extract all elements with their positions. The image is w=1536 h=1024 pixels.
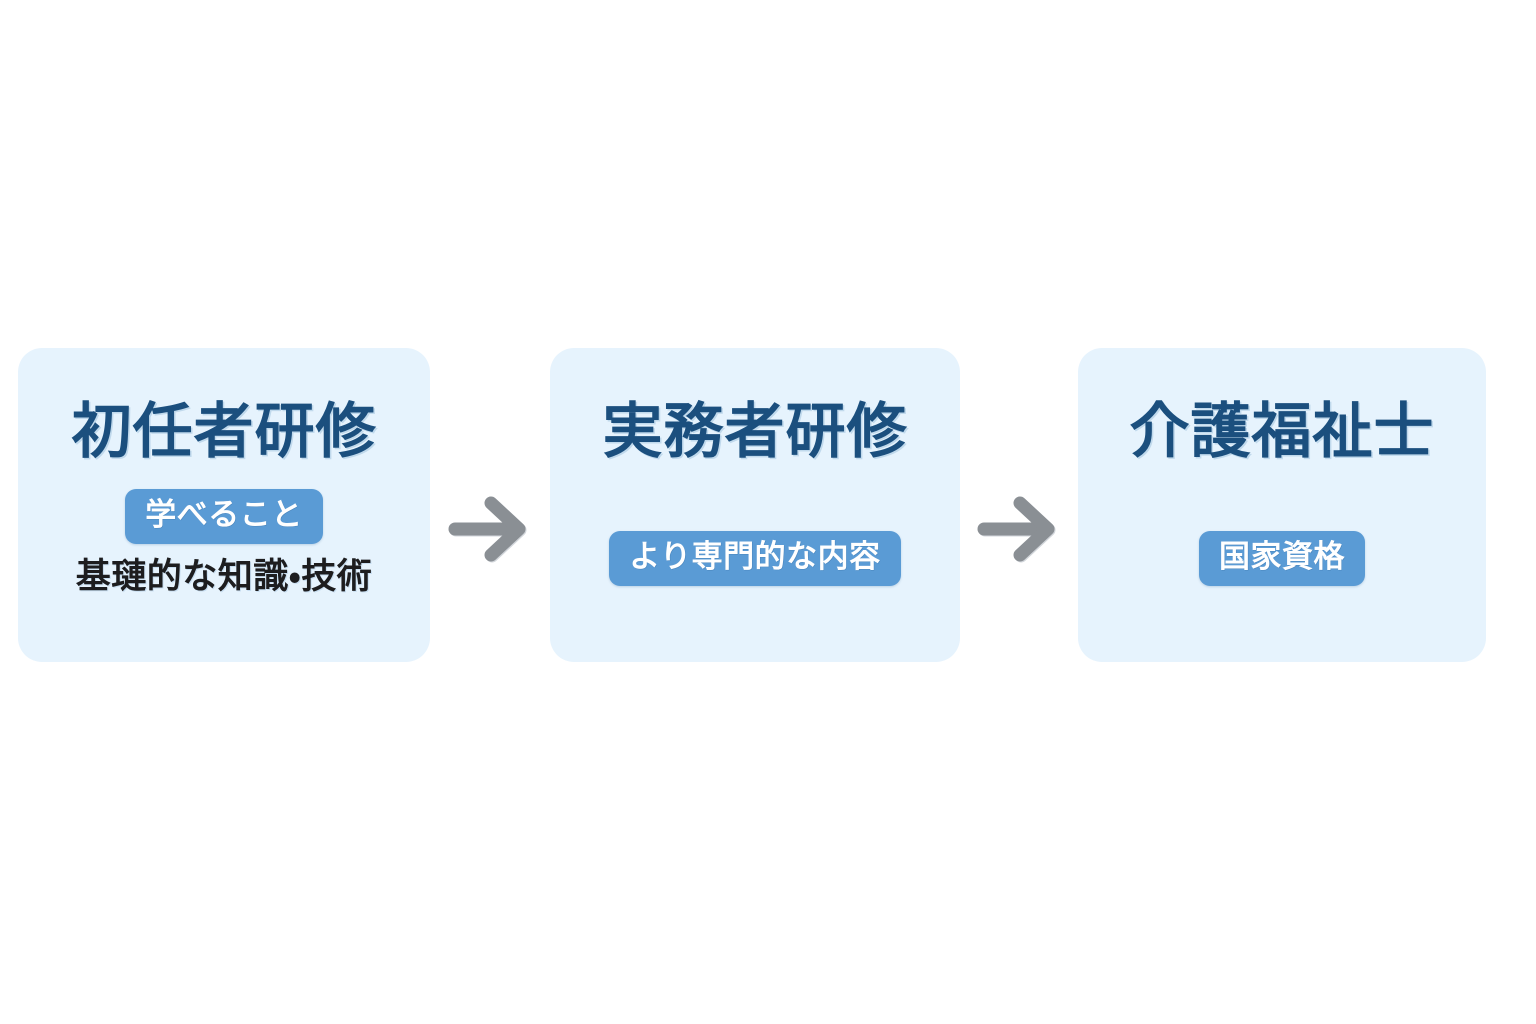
step-title: 実務者研修 [602, 397, 908, 467]
step-subtitle: 基璉的な知識・技術 [75, 556, 373, 597]
step-card-3[interactable]: 介護福祉士 国家資格 [1078, 348, 1486, 662]
step-badge: より専門的な内容 [609, 530, 901, 586]
process-flow: 初任者研修 学べること 基璉的な知識・技術 実務者研修 より専門的な内容 介護福… [0, 348, 1536, 664]
step-badge: 学べること [125, 488, 323, 544]
step-card-1[interactable]: 初任者研修 学べること 基璉的な知識・技術 [18, 348, 430, 662]
step-title: 初任者研修 [71, 397, 377, 467]
connector-1 [430, 348, 550, 664]
step-title: 介護福祉士 [1129, 397, 1435, 467]
step-card-2[interactable]: 実務者研修 より専門的な内容 [550, 348, 960, 662]
step-badge: 国家資格 [1199, 530, 1365, 586]
connector-2 [960, 348, 1078, 664]
arrow-right-icon [977, 496, 1055, 562]
arrow-right-icon [448, 496, 526, 562]
